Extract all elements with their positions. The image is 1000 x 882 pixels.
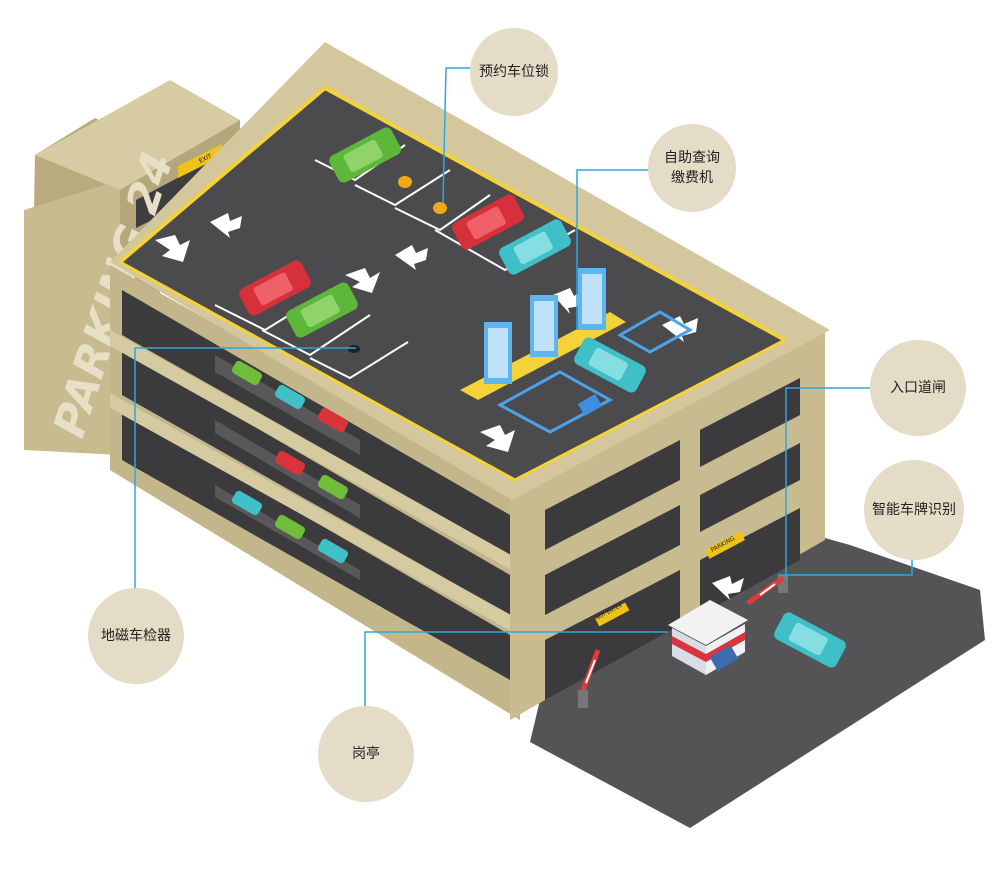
ground-road	[530, 520, 985, 828]
label-plate-recognition-text: 智能车牌识别	[872, 502, 956, 518]
label-plate-recognition: 智能车牌识别	[864, 460, 964, 560]
accessible-bays	[496, 310, 694, 434]
entrance-barrier	[746, 575, 788, 606]
building-right-facade: PARKING NOT ENTER	[510, 330, 825, 720]
label-booth: 岗亭	[318, 706, 414, 802]
direction-arrows	[155, 213, 698, 452]
parking-lock-devices	[398, 176, 447, 214]
guard-booth	[668, 600, 748, 675]
label-payment-kiosk: 自助查询 缴费机	[648, 124, 736, 212]
payment-kiosks	[484, 268, 606, 384]
exit-barrier	[578, 649, 601, 708]
label-reservation-lock-text: 预约车位锁	[479, 64, 549, 80]
callout-lines	[134, 67, 913, 720]
label-payment-kiosk-line1: 自助查询	[664, 150, 720, 166]
interior-cars	[231, 360, 349, 564]
label-reservation-lock: 预约车位锁	[470, 28, 558, 116]
label-entrance-barrier: 入口道闸	[870, 340, 966, 436]
ground-car	[774, 612, 846, 668]
label-geomagnetic-detector: 地磁车检器	[88, 588, 184, 684]
label-entrance-barrier-text: 入口道闸	[890, 380, 946, 396]
geomagnetic-sensor	[348, 345, 360, 353]
label-geomagnetic-detector-text: 地磁车检器	[101, 628, 171, 644]
ground-arrow	[712, 576, 744, 600]
label-payment-kiosk-line2: 缴费机	[671, 170, 713, 186]
roof-cars	[239, 127, 646, 393]
label-booth-text: 岗亭	[352, 746, 380, 762]
